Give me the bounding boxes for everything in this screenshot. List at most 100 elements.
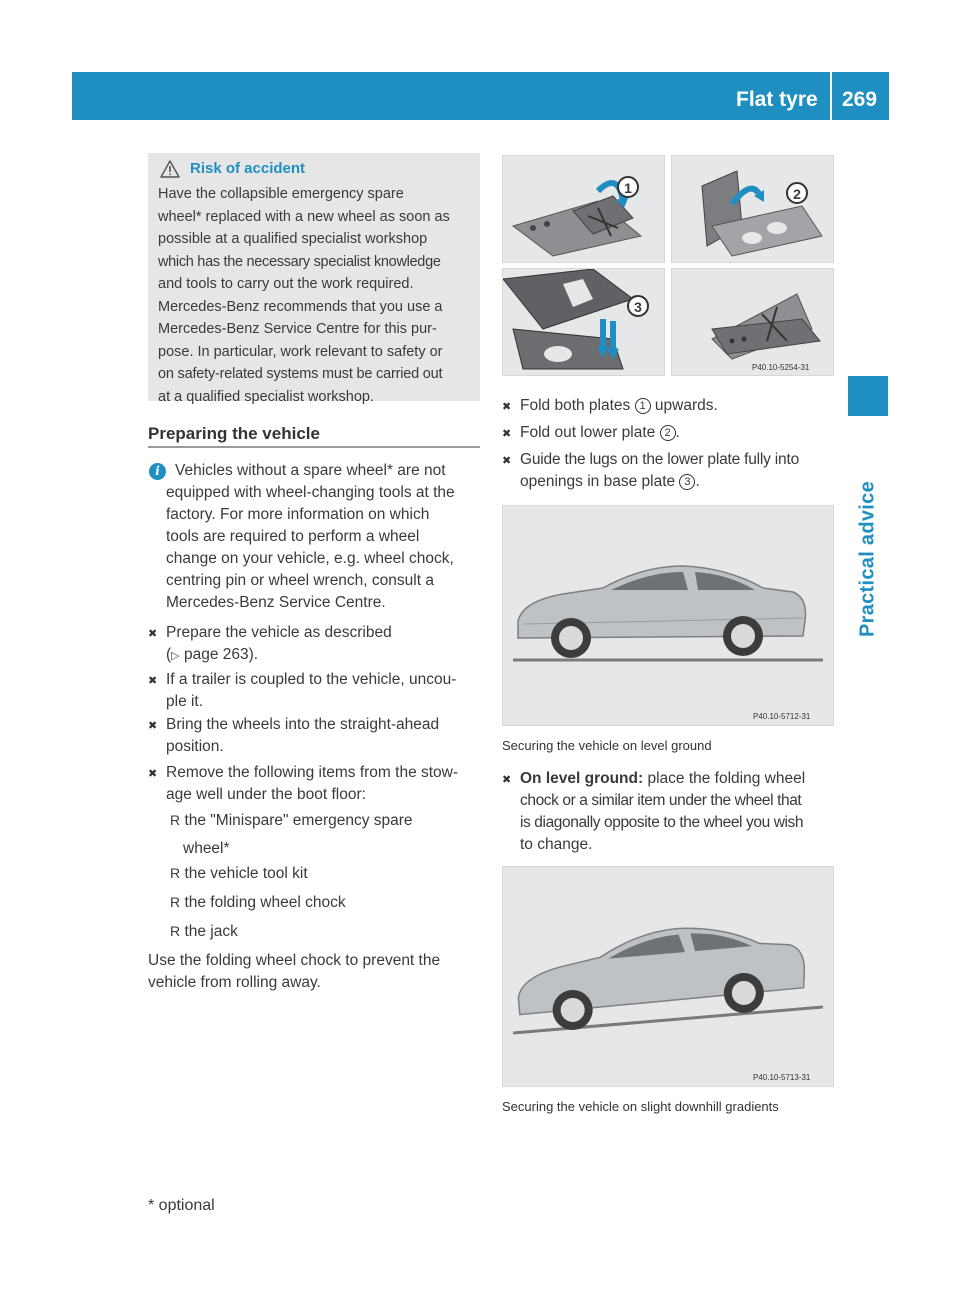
closing-paragraph: Use the folding wheel chock to prevent t… <box>148 950 483 994</box>
step-text: openings in base plate <box>520 473 676 490</box>
chock-illustration <box>502 268 635 370</box>
step-text: Fold out lower plate <box>520 424 656 441</box>
step-text: . <box>695 473 700 490</box>
step-arrow-icon: ✖ <box>148 628 158 640</box>
list-item-text: the vehicle tool kit <box>184 865 308 882</box>
warning-line: which has the necessary specialist knowl… <box>158 253 441 270</box>
step-arrow-icon: ✖ <box>502 428 512 440</box>
step-arrow-icon: ✖ <box>502 455 512 467</box>
callout-ref: 3 <box>679 474 696 490</box>
header-bar <box>72 72 889 120</box>
warning-line: possible at a qualified specialist works… <box>158 231 428 247</box>
info-icon: i <box>149 463 166 480</box>
closing-line: vehicle from rolling away. <box>148 974 321 991</box>
step-text: . <box>675 424 680 441</box>
step-trailer: ✖ If a trailer is coupled to the vehicle… <box>148 669 483 713</box>
step-text: openings in base plate 3. <box>520 471 837 493</box>
step-wheels: ✖ Bring the wheels into the straight-ahe… <box>148 714 483 758</box>
step-line: Bring the wheels into the straight-ahead <box>166 716 440 733</box>
warning-line: Have the collapsible emergency spare <box>158 186 404 202</box>
warning-title: Risk of accident <box>190 160 306 177</box>
figure-caption: Securing the vehicle on level ground <box>502 738 712 753</box>
list-item-text: the jack <box>184 923 238 940</box>
page-ref[interactable]: page 263). <box>183 646 259 663</box>
step-line: If a trailer is coupled to the vehicle, … <box>166 671 457 688</box>
warning-line: wheel* replaced with a new wheel as soon… <box>158 208 450 225</box>
page-number-text: 269 <box>842 88 878 111</box>
chock-panel-4: P40.10-5254-31 <box>671 268 834 376</box>
step-text: chock or a similar item under the wheel … <box>520 792 802 809</box>
info-note-first: Vehicles without a spare wheel* are not <box>175 460 485 482</box>
header-title-text: Flat tyre <box>736 88 818 111</box>
warning-line: on safety-related systems must be carrie… <box>158 366 443 382</box>
side-tab-block <box>848 376 888 416</box>
bullet-icon: R <box>170 865 181 881</box>
chock-illustration <box>711 293 821 360</box>
step-line: position. <box>166 738 224 755</box>
step-arrow-icon: ✖ <box>502 774 512 786</box>
step-text: Fold both plates <box>520 397 631 414</box>
info-line: Mercedes-Benz Service Centre. <box>166 594 386 611</box>
step-fold-plates: ✖ Fold both plates 1 upwards. <box>502 395 837 417</box>
list-item: R the "Minispare" emergency spare <box>170 809 480 832</box>
step-line: Prepare the vehicle as described <box>166 624 392 641</box>
warning-line: Mercedes-Benz recommends that you use a <box>158 298 443 315</box>
step-line: ple it. <box>166 693 204 710</box>
chock-panel-2: 2 <box>671 155 834 263</box>
info-line: centring pin or wheel wrench, consult a <box>166 572 434 589</box>
section-rule <box>148 446 480 448</box>
paren: ( <box>166 646 172 663</box>
list-item: R the vehicle tool kit <box>170 862 308 885</box>
warning-line: and tools to carry out the work required… <box>158 276 414 292</box>
warning-line: Mercedes-Benz Service Centre for this pu… <box>158 321 437 337</box>
header-separator <box>830 72 832 120</box>
info-line: tools are required to perform a wheel <box>166 528 420 545</box>
car-level-figure: P40.10-5712-31 <box>502 505 834 726</box>
callout-2: 2 <box>786 182 808 204</box>
info-line: change on your vehicle, e.g. wheel chock… <box>166 550 454 567</box>
page-number: 269 <box>842 88 877 112</box>
list-item: R the jack <box>170 920 238 943</box>
step-text: On level ground: place the folding wheel <box>520 768 837 790</box>
footnote: * optional <box>148 1197 215 1214</box>
step-text: to change. <box>520 836 593 853</box>
callout-3: 3 <box>627 295 649 317</box>
step-line: age well under the boot floor: <box>166 786 366 803</box>
step-remove: ✖ Remove the following items from the st… <box>148 762 483 806</box>
list-item-continued: wheel* <box>183 840 230 857</box>
warning-triangle-icon <box>160 160 180 178</box>
car-illustration <box>512 927 824 1035</box>
warning-text: Have the collapsible emergency spare whe… <box>158 183 478 408</box>
step-text: upwards. <box>654 397 718 414</box>
figure-code: P40.10-5712-31 <box>753 712 811 721</box>
car-illustration <box>513 565 823 662</box>
step-arrow-icon: ✖ <box>148 720 158 732</box>
step-text: Guide the lugs on the lower plate fully … <box>520 451 799 468</box>
step-text: is diagonally opposite to the wheel you … <box>520 814 804 831</box>
figure-code: P40.10-5254-31 <box>752 363 810 372</box>
callout-1: 1 <box>617 176 639 198</box>
info-line: equipped with wheel-changing tools at th… <box>166 484 455 501</box>
step-arrow-icon: ✖ <box>148 675 158 687</box>
page-ref-icon: ▷ <box>171 650 180 662</box>
list-item: R the folding wheel chock <box>170 891 346 914</box>
chock-illustration <box>511 180 643 257</box>
chock-panel-1: 1 <box>502 155 665 263</box>
closing-line: Use the folding wheel chock to prevent t… <box>148 952 441 969</box>
step-line: Remove the following items from the stow… <box>166 764 459 781</box>
list-item-text: the folding wheel chock <box>184 894 346 911</box>
callout-ref: 2 <box>659 425 676 441</box>
warning-line: pose. In particular, work relevant to sa… <box>158 343 443 360</box>
section-heading: Preparing the vehicle <box>148 424 320 443</box>
side-tab: Practical advice <box>848 424 888 694</box>
info-line: Vehicles without a spare wheel* are not <box>175 462 446 479</box>
warning-line: at a qualified specialist workshop. <box>158 388 375 405</box>
warning-box <box>148 153 480 401</box>
side-tab-label: Practical advice <box>856 480 879 638</box>
bullet-icon: R <box>170 894 181 910</box>
step-prepare: ✖ Prepare the vehicle as described (▷ pa… <box>148 622 483 667</box>
list-item-text: the "Minispare" emergency spare <box>184 812 413 829</box>
step-fold-lower: ✖ Fold out lower plate 2. <box>502 422 837 444</box>
figure-caption: Securing the vehicle on slight downhill … <box>502 1099 779 1114</box>
bullet-icon: R <box>170 812 181 828</box>
